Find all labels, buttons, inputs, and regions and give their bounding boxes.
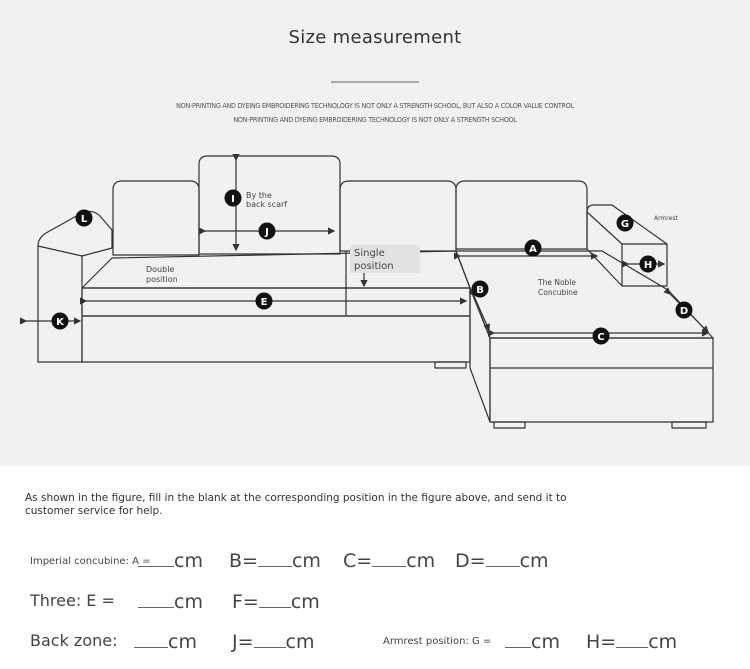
h-field[interactable]: H=cm	[586, 631, 678, 653]
e-field[interactable]: cm	[138, 591, 203, 613]
back-cushion-right	[339, 180, 457, 252]
marker-i: I	[224, 189, 242, 207]
marker-d: D	[675, 301, 693, 319]
back-zone-field[interactable]: cm	[134, 631, 197, 653]
right-armrest	[586, 204, 668, 287]
double-label-2: position	[146, 275, 178, 284]
svg-text:I: I	[231, 194, 235, 205]
svg-text:H: H	[644, 260, 652, 271]
noble-label-1: The Noble	[537, 278, 576, 287]
marker-k: K	[51, 312, 69, 330]
marker-a: A	[524, 239, 542, 257]
chaise-front	[469, 287, 491, 423]
d-field[interactable]: D=cm	[455, 550, 549, 572]
form-row-1: Imperial concubine: A = cm B=cm C=cm D=c…	[0, 550, 750, 580]
subtitle-line-1: NON-PRINTING AND DYEING EMBROIDERING TEC…	[176, 102, 574, 110]
back-cushion-left	[112, 180, 200, 256]
g-field[interactable]: cm	[505, 631, 560, 653]
page-title: Size measurement	[288, 27, 462, 48]
imperial-label: Imperial concubine: A =	[30, 556, 151, 567]
instructions-text: As shown in the figure, fill in the blan…	[25, 492, 567, 517]
armrest-position-label: Armrest position: G =	[383, 636, 492, 647]
subtitle-line-2: NON-PRINTING AND DYEING EMBROIDERING TEC…	[233, 116, 517, 124]
marker-c: C	[592, 327, 610, 345]
three-label: Three: E =	[30, 591, 115, 610]
c-field[interactable]: C=cm	[343, 550, 436, 572]
chaise-seat	[455, 250, 714, 339]
back-scarf-label-1: By the	[246, 191, 272, 200]
single-label-1: Single	[354, 248, 385, 259]
marker-j: J	[258, 222, 276, 240]
marker-e: E	[255, 292, 273, 310]
marker-g: G	[616, 214, 634, 232]
svg-text:K: K	[56, 317, 65, 328]
svg-text:B: B	[476, 285, 484, 296]
single-label-2: position	[354, 261, 394, 272]
form-row-2: Three: E = cm F=cm	[0, 591, 750, 621]
marker-h: H	[639, 255, 657, 273]
svg-text:G: G	[621, 219, 629, 230]
armrest-label: Armrest	[654, 215, 678, 222]
chaise-base	[489, 337, 714, 423]
double-label-1: Double	[146, 265, 174, 274]
sofa-diagram: I J L K E A B C D G H	[20, 154, 714, 429]
svg-text:A: A	[529, 244, 537, 255]
svg-text:E: E	[261, 297, 268, 308]
svg-text:J: J	[264, 227, 269, 238]
marker-l: L	[75, 209, 93, 227]
title-divider	[331, 81, 419, 83]
main-base	[81, 315, 471, 363]
chaise-back-cushion	[455, 180, 588, 250]
noble-label-2: Concubine	[538, 288, 578, 297]
back-cushion-middle	[198, 155, 341, 255]
j-field[interactable]: J=cm	[232, 631, 315, 653]
marker-b: B	[471, 280, 489, 298]
left-armrest	[37, 210, 113, 363]
a-field[interactable]: cm	[138, 550, 203, 572]
form-row-3: Back zone: cm J=cm Armrest position: G =…	[0, 631, 750, 661]
b-field[interactable]: B=cm	[229, 550, 321, 572]
back-zone-label: Back zone:	[30, 631, 118, 650]
svg-text:D: D	[680, 306, 688, 317]
diagram-panel	[0, 0, 750, 466]
svg-text:C: C	[597, 332, 604, 343]
f-field[interactable]: F=cm	[232, 591, 320, 613]
main-seat-front	[81, 287, 471, 317]
svg-text:L: L	[81, 214, 88, 225]
back-scarf-label-2: back scarf	[246, 200, 287, 209]
